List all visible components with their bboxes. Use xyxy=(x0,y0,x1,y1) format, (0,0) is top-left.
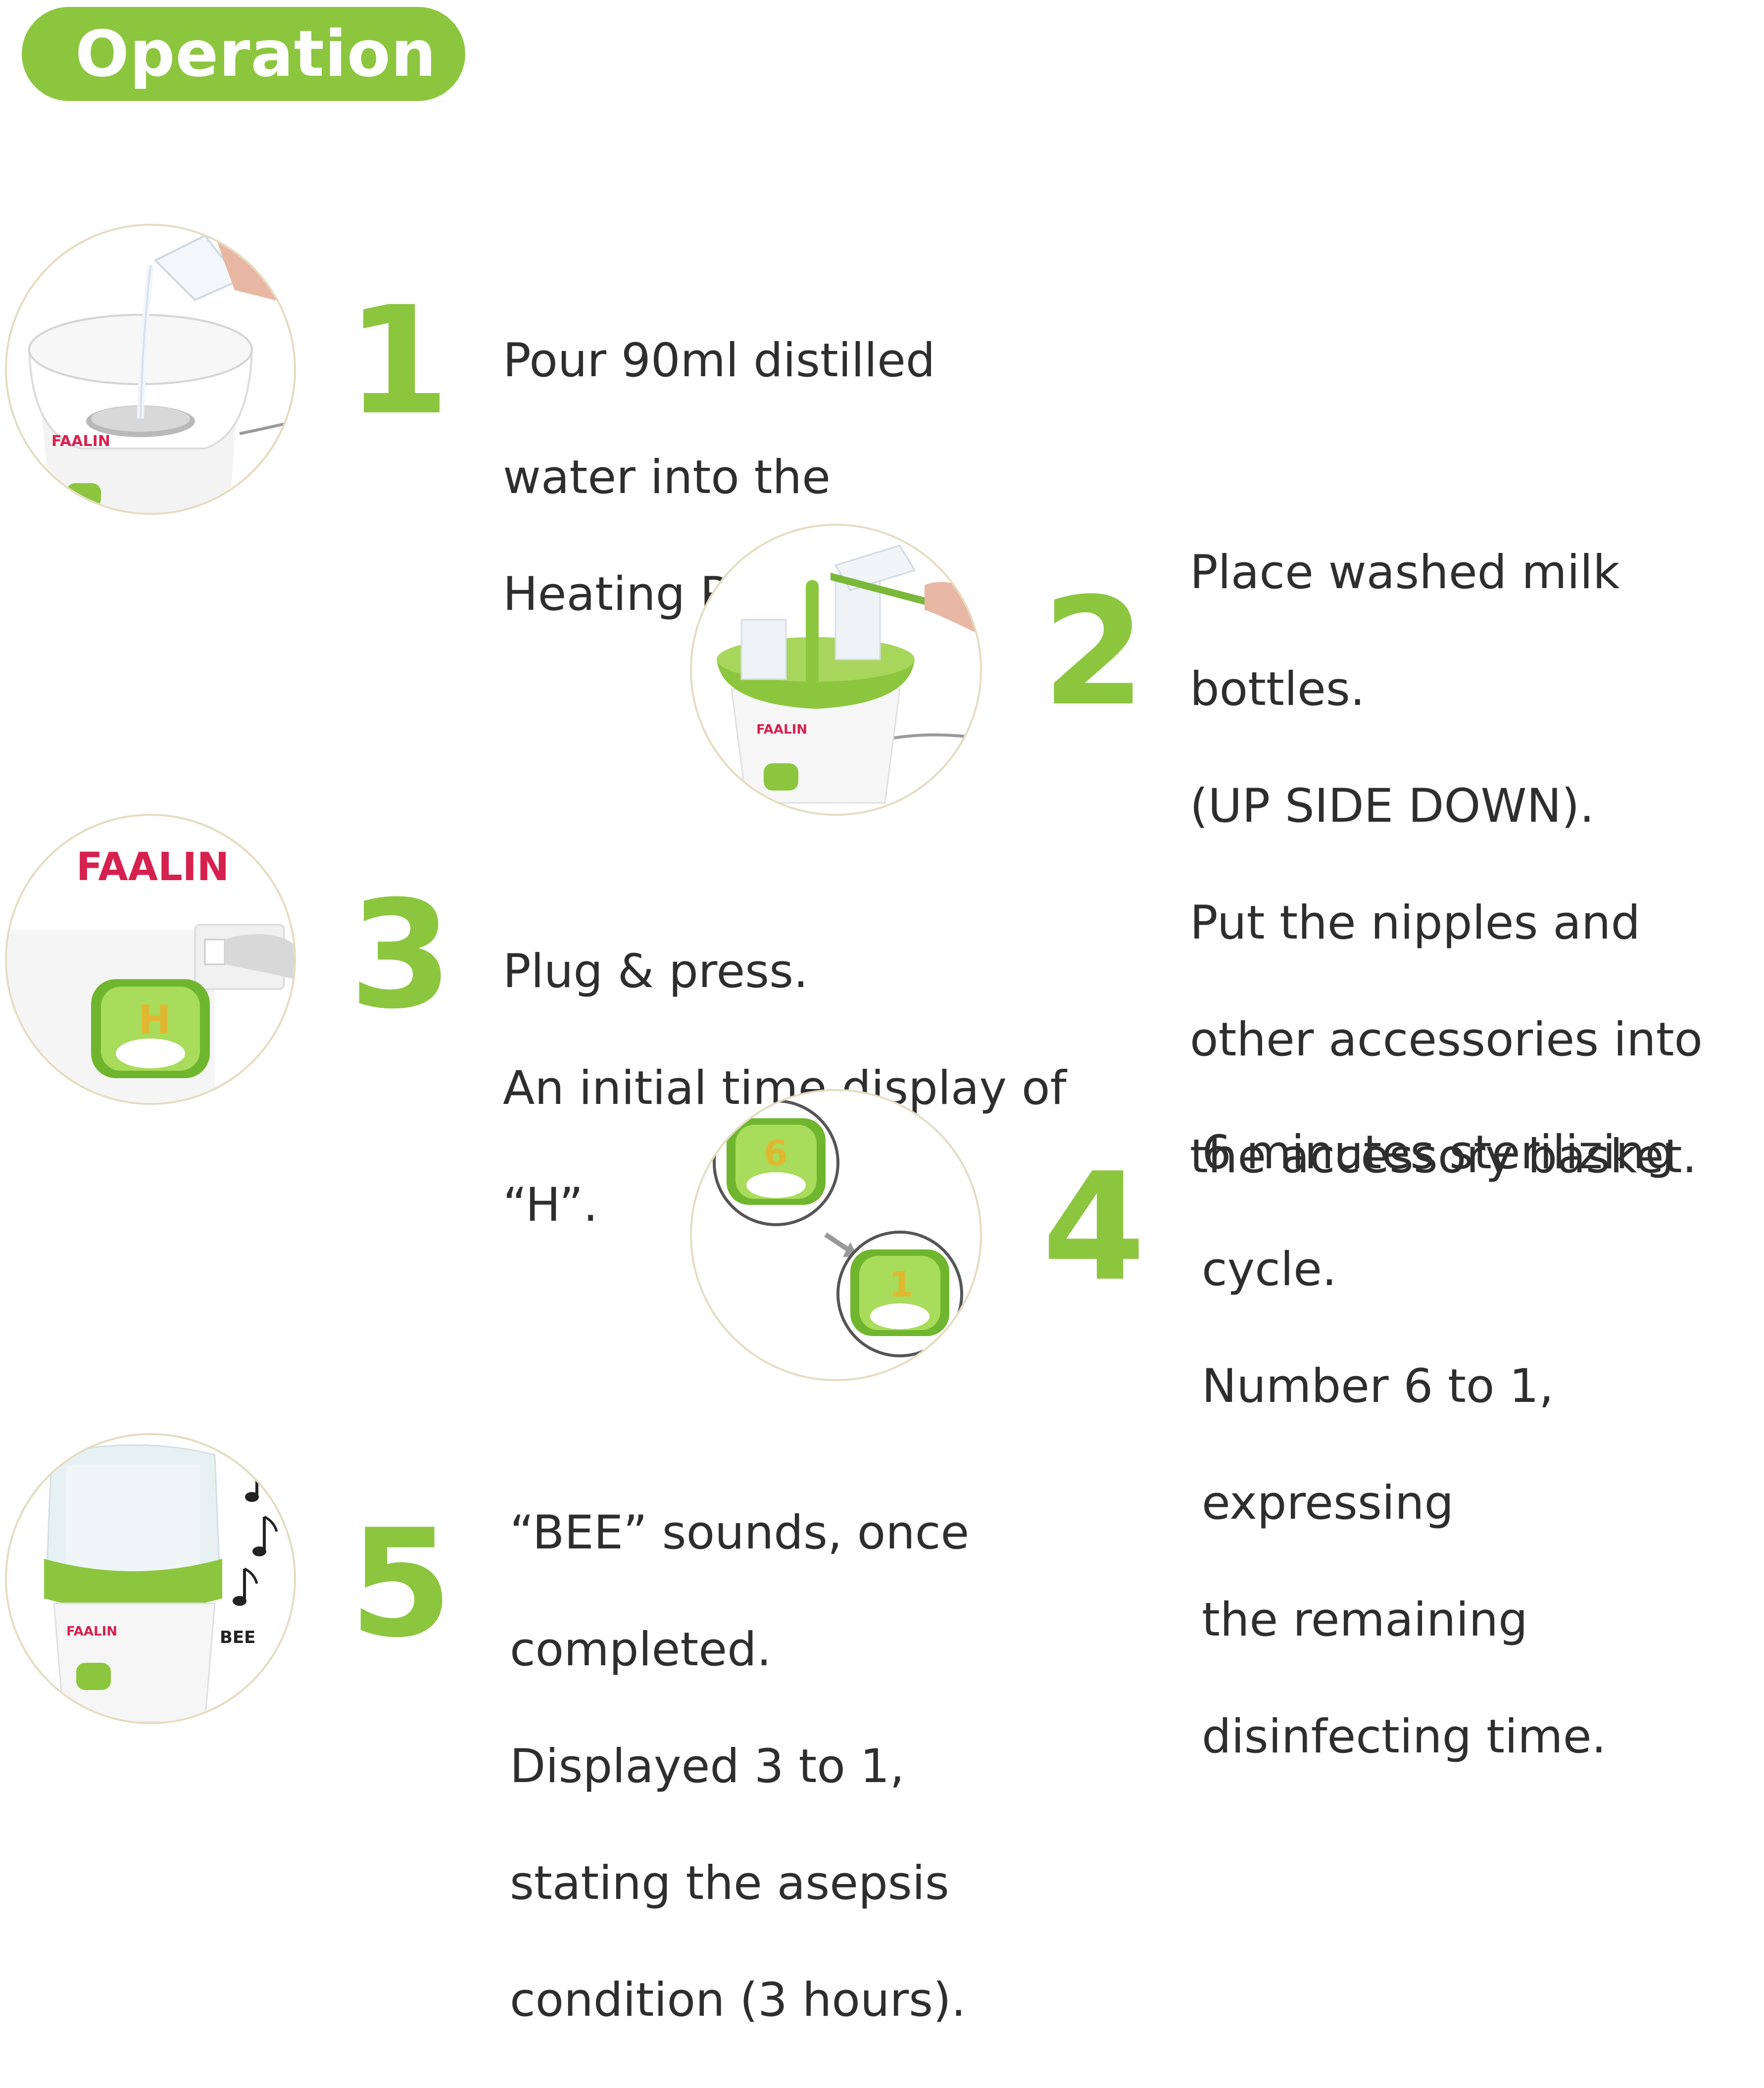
step-3-photo: FAALIN H xyxy=(5,814,296,1105)
step-1-text: Pour 90ml distilled water into the Heati… xyxy=(503,273,935,682)
step-2-line-2: bottles. xyxy=(1190,662,1365,716)
step-5-text: “BEE” sounds, once completed. Displayed … xyxy=(510,1445,969,2088)
countdown-display-illustration: 6 1 xyxy=(692,1091,980,1379)
plug-and-press-illustration: FAALIN H xyxy=(7,816,294,1103)
step-2-line-3: (UP SIDE DOWN). xyxy=(1190,779,1595,833)
step-4-line-5: the remaining xyxy=(1202,1593,1528,1647)
brand-logo-small: FAALIN xyxy=(51,433,110,450)
step-4-line-3: Number 6 to 1, xyxy=(1202,1359,1554,1413)
step-5-line-3: Displayed 3 to 1, xyxy=(510,1740,905,1793)
display-one: 1 xyxy=(889,1264,913,1305)
step-5-number: 5 xyxy=(349,1497,453,1670)
completed-sterilizer-illustration: FAALIN BEE xyxy=(7,1435,294,1722)
section-title: Operation xyxy=(75,17,437,91)
pouring-water-illustration: FAALIN xyxy=(7,226,294,513)
step-4-number: 4 xyxy=(1042,1141,1146,1314)
brand-logo-small: FAALIN xyxy=(66,1624,117,1639)
step-5-line-4: stating the asepsis xyxy=(510,1856,949,1910)
step-5-line-5: condition (3 hours). xyxy=(510,1973,966,2027)
step-2-line-4: Put the nipples and xyxy=(1190,896,1641,950)
bee-sound-label: BEE xyxy=(220,1628,255,1647)
step-2-text: Place washed milk bottles. (UP SIDE DOWN… xyxy=(1190,485,1703,1244)
display-h: H xyxy=(138,997,171,1043)
display-six: 6 xyxy=(764,1133,788,1174)
step-4-photo: 6 1 xyxy=(690,1089,982,1381)
step-5-line-1: “BEE” sounds, once xyxy=(510,1506,970,1560)
step-2-photo: FAALIN xyxy=(690,524,982,816)
step-3-number: 3 xyxy=(349,869,453,1042)
step-4-line-4: expressing xyxy=(1202,1476,1454,1530)
step-2-line-5: other accessories into xyxy=(1190,1013,1703,1067)
step-3-line-1: Plug & press. xyxy=(503,945,809,998)
step-1-number: 1 xyxy=(346,275,450,447)
step-2-line-1: Place washed milk xyxy=(1190,546,1620,599)
step-1-photo: FAALIN xyxy=(5,224,296,515)
step-1-line-1: Pour 90ml distilled xyxy=(503,334,935,388)
step-5-photo: FAALIN BEE xyxy=(5,1433,296,1724)
placing-bottles-illustration: FAALIN xyxy=(692,526,980,814)
step-5-line-2: completed. xyxy=(510,1623,772,1677)
step-4-line-1: 6 minutes sterilizing xyxy=(1202,1126,1675,1180)
step-2-line-6: the accessory basket. xyxy=(1190,1130,1697,1184)
step-4-line-2: cycle. xyxy=(1202,1243,1337,1296)
brand-logo-large: FAALIN xyxy=(76,845,229,890)
section-title-badge: Operation xyxy=(22,7,465,101)
step-2-number: 2 xyxy=(1042,566,1146,739)
step-1-line-2: water into the xyxy=(503,450,831,504)
brand-logo-small: FAALIN xyxy=(756,722,807,737)
step-4-line-6: disinfecting time. xyxy=(1202,1710,1607,1764)
step-3-line-3: “H”. xyxy=(503,1178,598,1232)
step-4-text: 6 minutes sterilizing cycle. Number 6 to… xyxy=(1202,1065,1674,1825)
